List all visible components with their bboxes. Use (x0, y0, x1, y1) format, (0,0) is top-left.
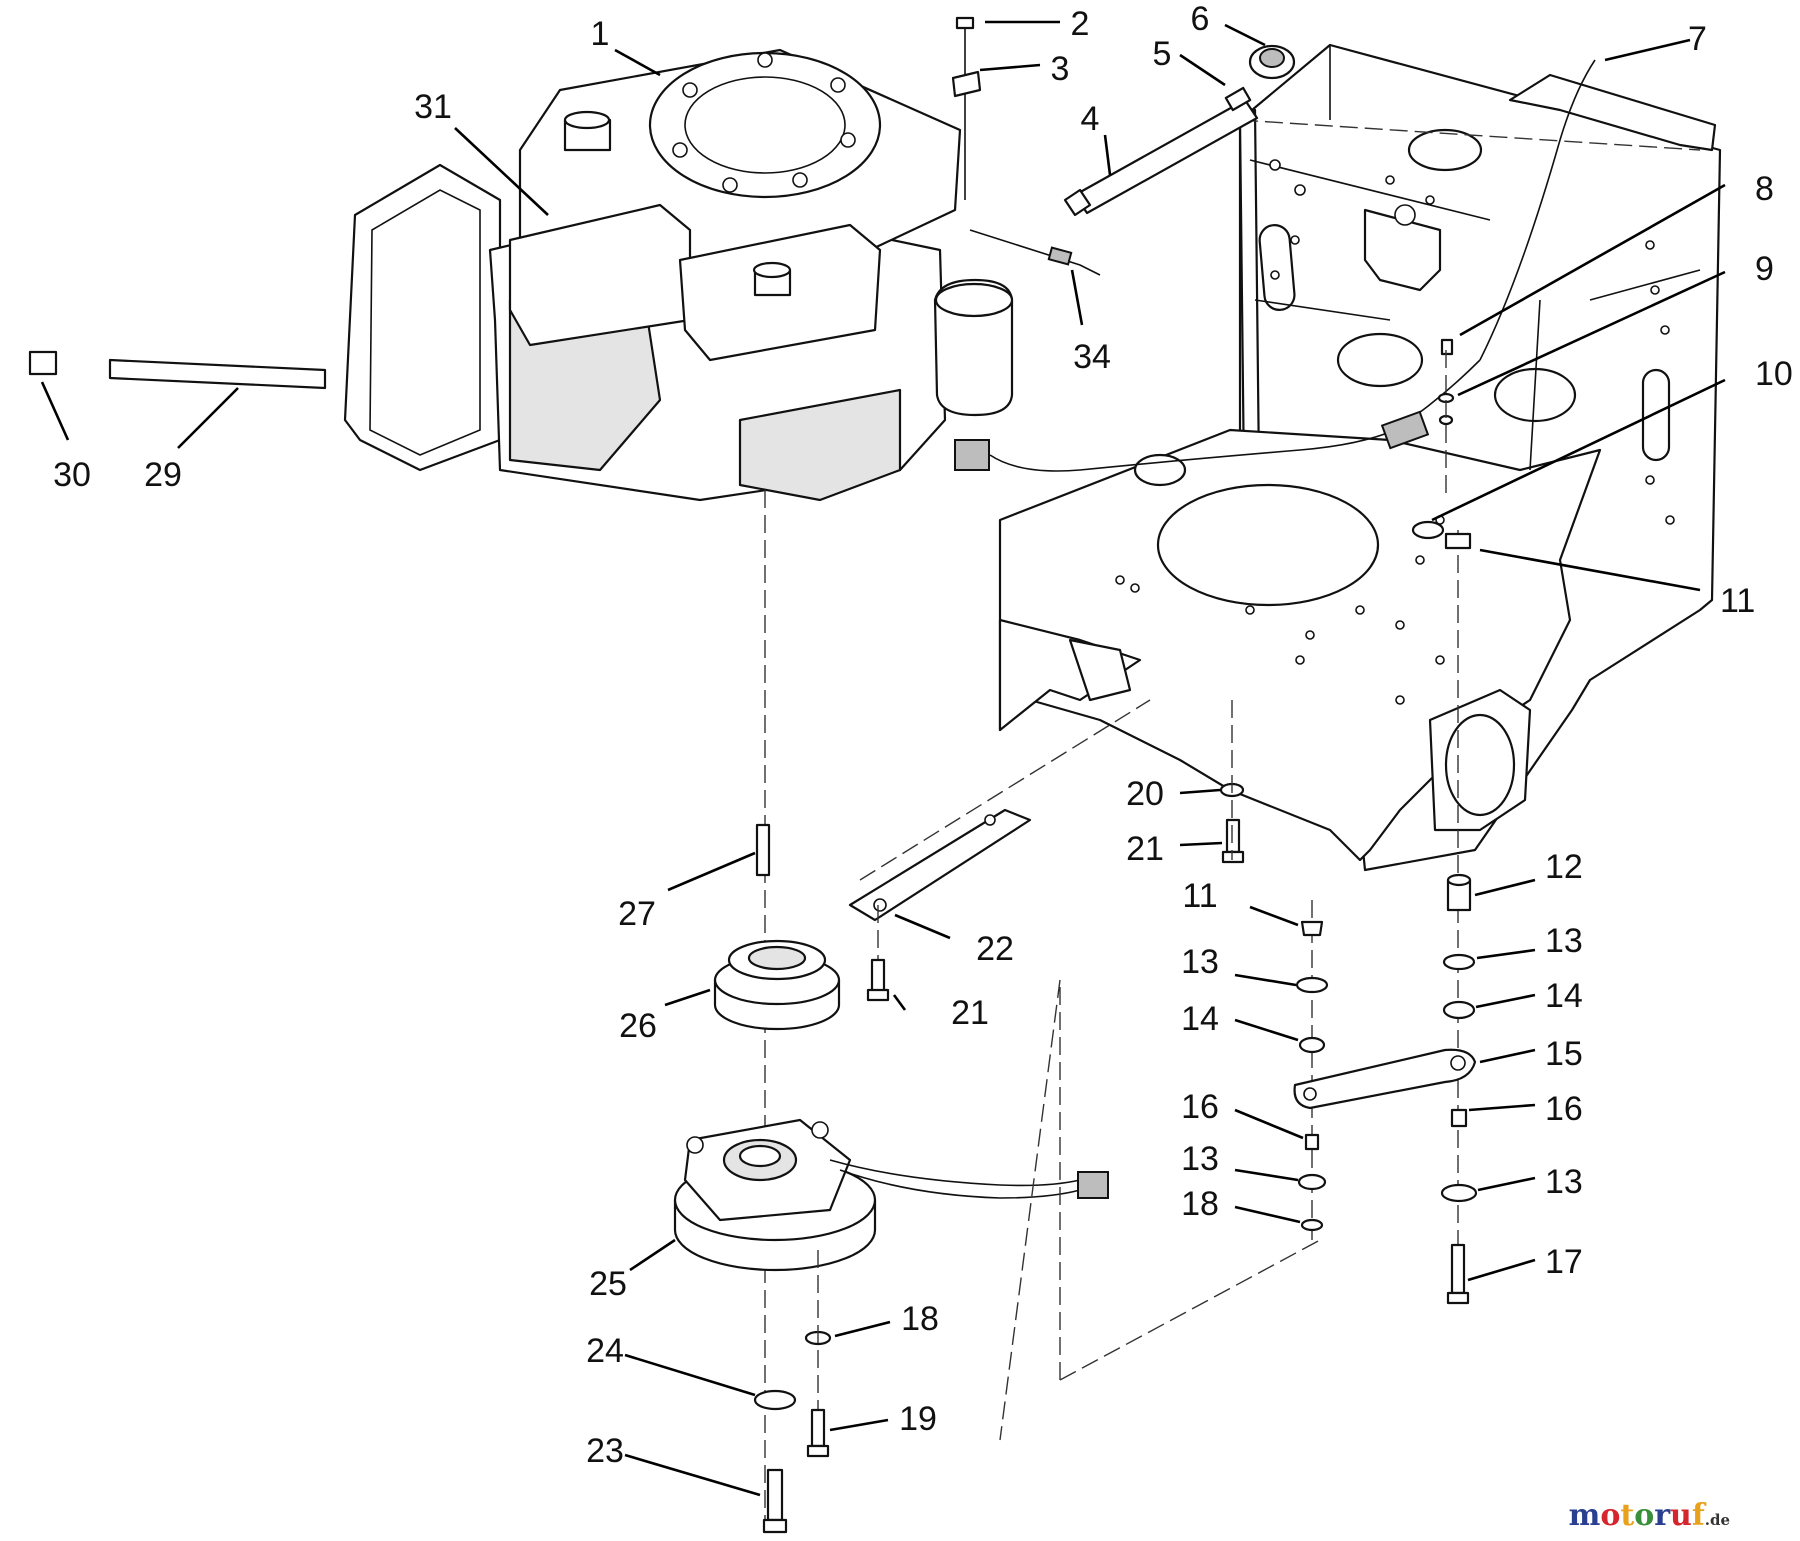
callout-13d: 13 (1545, 1163, 1583, 1201)
bolt-17 (1446, 1243, 1470, 1305)
watermark-logo: motoruf.de (1569, 1498, 1730, 1533)
callout-11b: 11 (1182, 877, 1217, 915)
callout-15: 15 (1545, 1035, 1583, 1073)
engine (343, 48, 1014, 502)
callout-16a: 16 (1181, 1088, 1219, 1126)
callout-13a: 13 (1545, 922, 1583, 960)
callout-34: 34 (1073, 338, 1111, 376)
callout-11a: 11 (1720, 582, 1755, 620)
callout-19: 19 (899, 1400, 937, 1438)
callout-22: 22 (976, 930, 1014, 968)
callout-3: 3 (1051, 50, 1070, 88)
bracket-22 (848, 808, 1032, 922)
callout-31: 31 (414, 88, 452, 126)
callout-13c: 13 (1181, 1140, 1219, 1178)
frame-holes (1115, 159, 1675, 705)
throttle-cable (969, 229, 1101, 276)
callout-17: 17 (1545, 1243, 1583, 1281)
bolt-23 (762, 1468, 788, 1534)
bolt-21b (1221, 818, 1245, 864)
callout-13b: 13 (1181, 943, 1219, 981)
callout-1: 1 (591, 15, 610, 53)
callout-10: 10 (1755, 355, 1793, 393)
callout-27: 27 (618, 895, 656, 933)
callout-20: 20 (1126, 775, 1164, 813)
callout-14a: 14 (1545, 977, 1583, 1015)
svg-text:motoruf.de: motoruf.de (1569, 1498, 1730, 1533)
callout-26: 26 (619, 1007, 657, 1045)
callout-21b: 21 (951, 994, 989, 1032)
callout-30: 30 (53, 456, 91, 494)
key (755, 823, 771, 877)
callout-29: 29 (144, 456, 182, 494)
callout-8: 8 (1755, 170, 1774, 208)
bolt-21a (866, 958, 890, 1002)
callout-7: 7 (1688, 20, 1707, 58)
dipstick-tube (28, 350, 327, 390)
leader-lines (40, 20, 1726, 1497)
callout-21a: 21 (1126, 830, 1164, 868)
screw-clip (951, 16, 982, 200)
callout-18a: 18 (1181, 1185, 1219, 1223)
callout-2: 2 (1071, 5, 1090, 43)
callout-6: 6 (1191, 0, 1210, 38)
washer-24 (753, 1389, 797, 1411)
bolt-19 (806, 1408, 830, 1458)
callout-14b: 14 (1181, 1000, 1219, 1038)
link-plate (1293, 1048, 1477, 1110)
choke-parts (1063, 44, 1296, 217)
callout-18b: 18 (901, 1300, 939, 1338)
callout-25: 25 (589, 1265, 627, 1303)
shroud-holes (672, 52, 856, 193)
callout-4: 4 (1081, 100, 1100, 138)
callout-24: 24 (586, 1332, 624, 1370)
pto-clutch (673, 1118, 1109, 1272)
callout-12: 12 (1545, 848, 1583, 886)
callout-23: 23 (586, 1432, 624, 1470)
pulley (713, 939, 841, 1031)
callout-9: 9 (1755, 250, 1774, 288)
callout-5: 5 (1153, 35, 1172, 73)
chassis-frame (998, 43, 1722, 872)
callout-labels: 1 2 3 4 5 6 7 8 9 10 11 11 12 13 13 13 1… (53, 0, 1793, 1470)
callout-16b: 16 (1545, 1090, 1583, 1128)
